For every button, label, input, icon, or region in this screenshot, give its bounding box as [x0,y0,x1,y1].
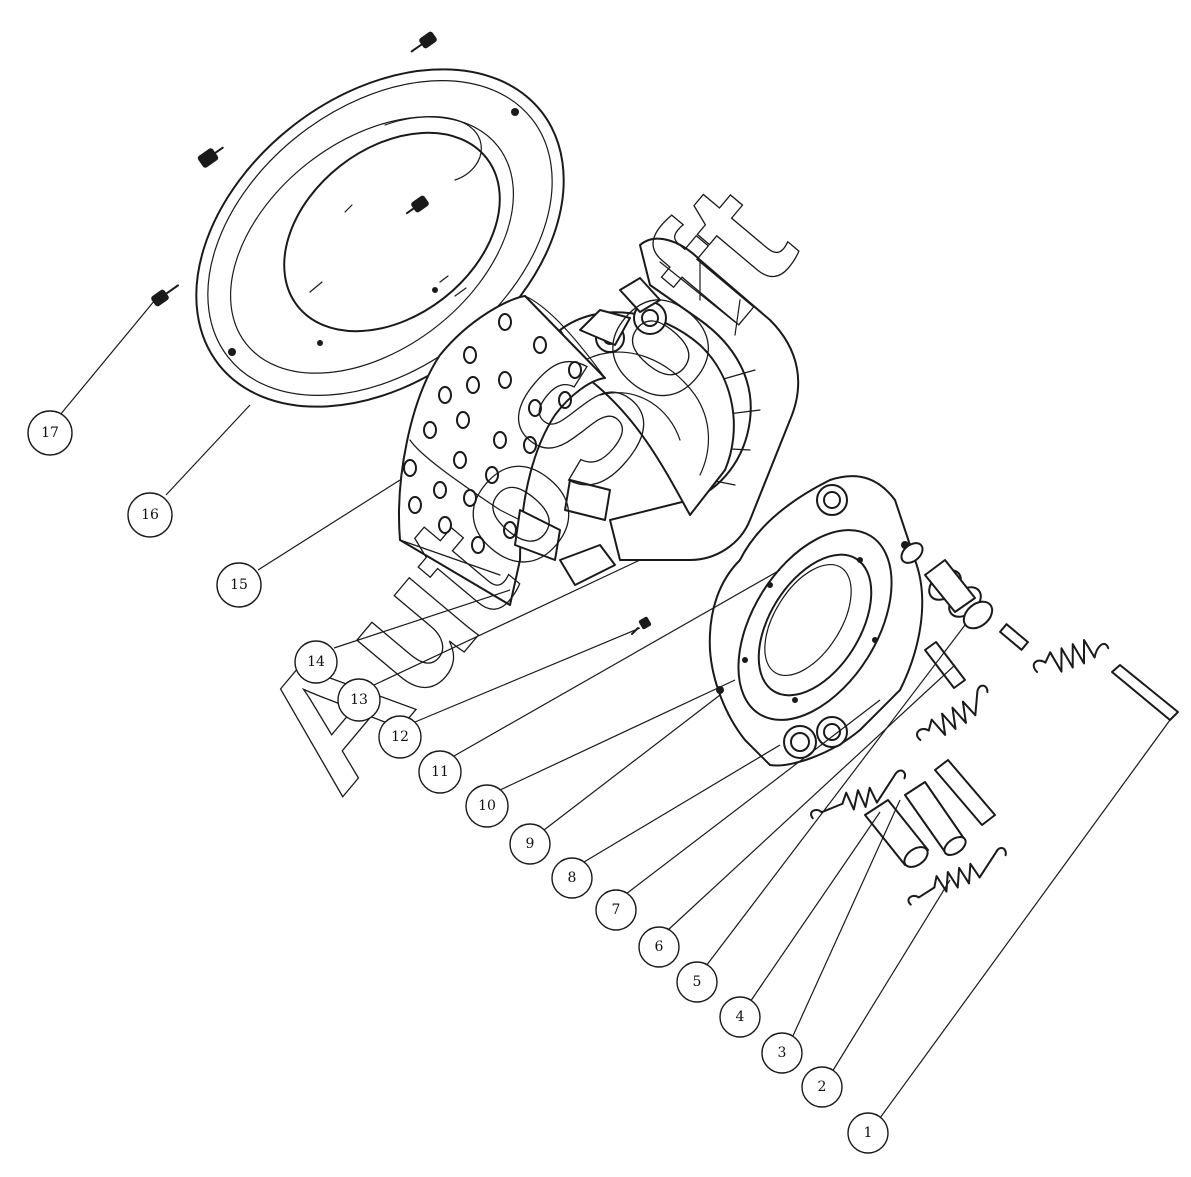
callout-15: 15 [216,562,262,608]
callout-10: 10 [465,784,509,828]
anchor-pin-long [1111,664,1179,721]
callout-3: 3 [761,1032,803,1074]
brake-lining [398,295,606,606]
callout-3-label: 3 [778,1045,787,1061]
callout-8: 8 [551,857,593,899]
callout-9: 9 [509,823,551,865]
callout-9-label: 9 [526,836,535,852]
callout-17-label: 17 [41,425,59,441]
callout-2: 2 [801,1066,843,1108]
callouts: 1 2 3 4 5 6 7 8 9 10 11 12 13 14 15 [27,410,889,1154]
callout-17: 17 [27,410,73,456]
callout-13: 13 [337,678,381,722]
callout-6: 6 [638,926,680,968]
brake-spider [708,475,924,767]
camshaft-bushing [900,542,1029,651]
brake-shoe-frame [559,237,800,561]
callout-4-label: 4 [736,1009,745,1025]
callout-2-label: 2 [818,1079,827,1095]
callout-6-label: 6 [655,939,664,955]
callout-1-label: 1 [864,1125,873,1141]
callout-1: 1 [847,1112,889,1154]
leader-lines [59,299,1171,1119]
callout-16-label: 16 [141,507,159,523]
callout-14: 14 [294,640,338,684]
callout-7: 7 [595,889,637,931]
callout-7-label: 7 [612,902,621,918]
callout-14-label: 14 [307,654,325,670]
callout-10-label: 10 [478,798,496,814]
fastener-bolts [151,31,437,307]
callout-13-label: 13 [350,692,368,708]
callout-5: 5 [676,961,718,1003]
return-springs [810,639,1110,906]
callout-11: 11 [418,750,462,794]
callout-12-label: 12 [391,729,409,745]
shoe-pins [514,479,652,635]
callout-12: 12 [378,715,422,759]
callout-15-label: 15 [230,577,248,593]
callout-16: 16 [127,492,173,538]
callout-4: 4 [719,996,761,1038]
lining-holes [403,313,582,554]
callout-8-label: 8 [568,870,577,886]
callout-11-label: 11 [431,764,449,780]
callout-5-label: 5 [693,974,702,990]
